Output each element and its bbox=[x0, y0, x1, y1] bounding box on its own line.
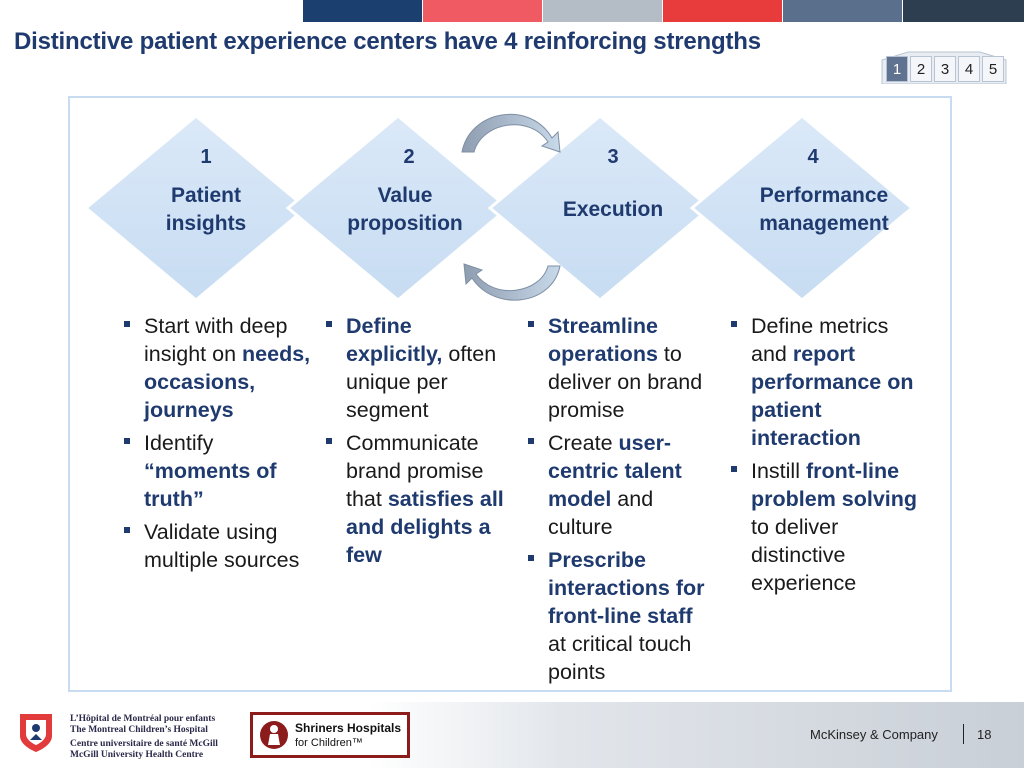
column-patient-insights: Start with deep insight on needs, occasi… bbox=[122, 312, 312, 579]
bullet-item: Communicate brand promise that satisfies… bbox=[324, 429, 514, 569]
bullet-item: Start with deep insight on needs, occasi… bbox=[122, 312, 312, 424]
top-bar-segment bbox=[543, 0, 662, 22]
bullet-text-post: to deliver on brand promise bbox=[548, 342, 703, 422]
step-2-number: 2 bbox=[403, 146, 415, 168]
page-title: Distinctive patient experience centers h… bbox=[14, 28, 761, 55]
bullet-item: Prescribe interactions for front-line st… bbox=[526, 546, 716, 686]
bullet-text-bold: report performance on patient interactio… bbox=[751, 342, 914, 450]
bullet-text-pre: Instill bbox=[751, 459, 806, 483]
shriners-logo: Shriners Hospitals for Children™ bbox=[250, 712, 410, 758]
shriners-name: Shriners Hospitals bbox=[295, 721, 402, 735]
bullet-list: Start with deep insight on needs, occasi… bbox=[122, 312, 312, 574]
bullet-text-bold: user-centric talent model bbox=[548, 431, 682, 511]
page-tab-3[interactable]: 3 bbox=[934, 56, 956, 82]
page-tab-1[interactable]: 1 bbox=[886, 56, 908, 82]
top-bar-segment bbox=[423, 0, 542, 22]
top-bar-segment bbox=[303, 0, 422, 22]
bullet-list: Streamline operations to deliver on bran… bbox=[526, 312, 716, 686]
step-3-label: Execution bbox=[562, 198, 664, 221]
step-4-diamond bbox=[689, 114, 915, 302]
column-performance-management: Define metrics and report performance on… bbox=[729, 312, 919, 602]
bullet-item: Validate using multiple sources bbox=[122, 518, 312, 574]
cycle-arrow-top-icon bbox=[461, 113, 561, 153]
bullet-text-post: and culture bbox=[548, 487, 654, 539]
footer-divider bbox=[963, 724, 964, 744]
top-bar-segment bbox=[663, 0, 782, 22]
company-name: McKinsey & Company bbox=[810, 727, 938, 742]
step-4-number: 4 bbox=[807, 146, 819, 168]
bullet-text-pre: Communicate brand promise that bbox=[346, 431, 484, 511]
bullet-text-pre: Define metrics and bbox=[751, 314, 889, 366]
bullet-text-bold: needs, occasions, journeys bbox=[144, 342, 311, 422]
step-3-number: 3 bbox=[607, 146, 619, 168]
bullet-text-pre: Create bbox=[548, 431, 619, 455]
process-diagram bbox=[83, 113, 915, 302]
hospital-name: L’Hôpital de Montréal pour enfants The M… bbox=[70, 714, 218, 760]
bullet-text-bold: Streamline operations bbox=[548, 314, 658, 366]
bullet-item: Define explicitly, often unique per segm… bbox=[324, 312, 514, 424]
column-value-proposition: Define explicitly, often unique per segm… bbox=[324, 312, 514, 574]
bullet-item: Identify “moments of truth” bbox=[122, 429, 312, 513]
page-number: 18 bbox=[977, 727, 992, 742]
bullet-text-bold: satisfies all and delights a few bbox=[346, 487, 504, 567]
page-tab-5[interactable]: 5 bbox=[982, 56, 1004, 82]
bullet-text-post: often unique per segment bbox=[346, 342, 497, 422]
page-tab-4[interactable]: 4 bbox=[958, 56, 980, 82]
bullet-text-bold: Define explicitly, bbox=[346, 314, 443, 366]
bullet-item: Define metrics and report performance on… bbox=[729, 312, 919, 452]
shriners-figure-icon bbox=[260, 721, 288, 749]
step-1-number: 1 bbox=[200, 146, 212, 168]
bullet-text-post: to deliver distinctive experience bbox=[751, 515, 857, 595]
column-execution: Streamline operations to deliver on bran… bbox=[526, 312, 716, 691]
bullet-list: Define metrics and report performance on… bbox=[729, 312, 919, 597]
bullet-text-bold: Prescribe interactions for front-line st… bbox=[548, 548, 705, 628]
bullet-text-bold: front-line problem solving bbox=[751, 459, 918, 511]
cycle-arrow-bottom-icon bbox=[463, 263, 561, 301]
page-tab-2[interactable]: 2 bbox=[910, 56, 932, 82]
top-bar-segment bbox=[903, 0, 1024, 22]
bullet-item: Create user-centric talent model and cul… bbox=[526, 429, 716, 541]
bullet-list: Define explicitly, often unique per segm… bbox=[324, 312, 514, 569]
bullet-text-pre: Start with deep insight on bbox=[144, 314, 288, 366]
bullet-text-post: at critical touch points bbox=[548, 632, 692, 684]
childrens-hospital-logo-icon bbox=[20, 714, 52, 752]
bullet-text-pre: Identify bbox=[144, 431, 214, 455]
bullet-text-pre: Validate using multiple sources bbox=[144, 520, 300, 572]
bullet-item: Instill front-line problem solving to de… bbox=[729, 457, 919, 597]
shriners-subtitle: for Children™ bbox=[295, 737, 363, 749]
footer bbox=[0, 702, 1024, 768]
bullet-text-bold: “moments of truth” bbox=[144, 459, 277, 511]
bullet-item: Streamline operations to deliver on bran… bbox=[526, 312, 716, 424]
top-bar-segment bbox=[783, 0, 902, 22]
